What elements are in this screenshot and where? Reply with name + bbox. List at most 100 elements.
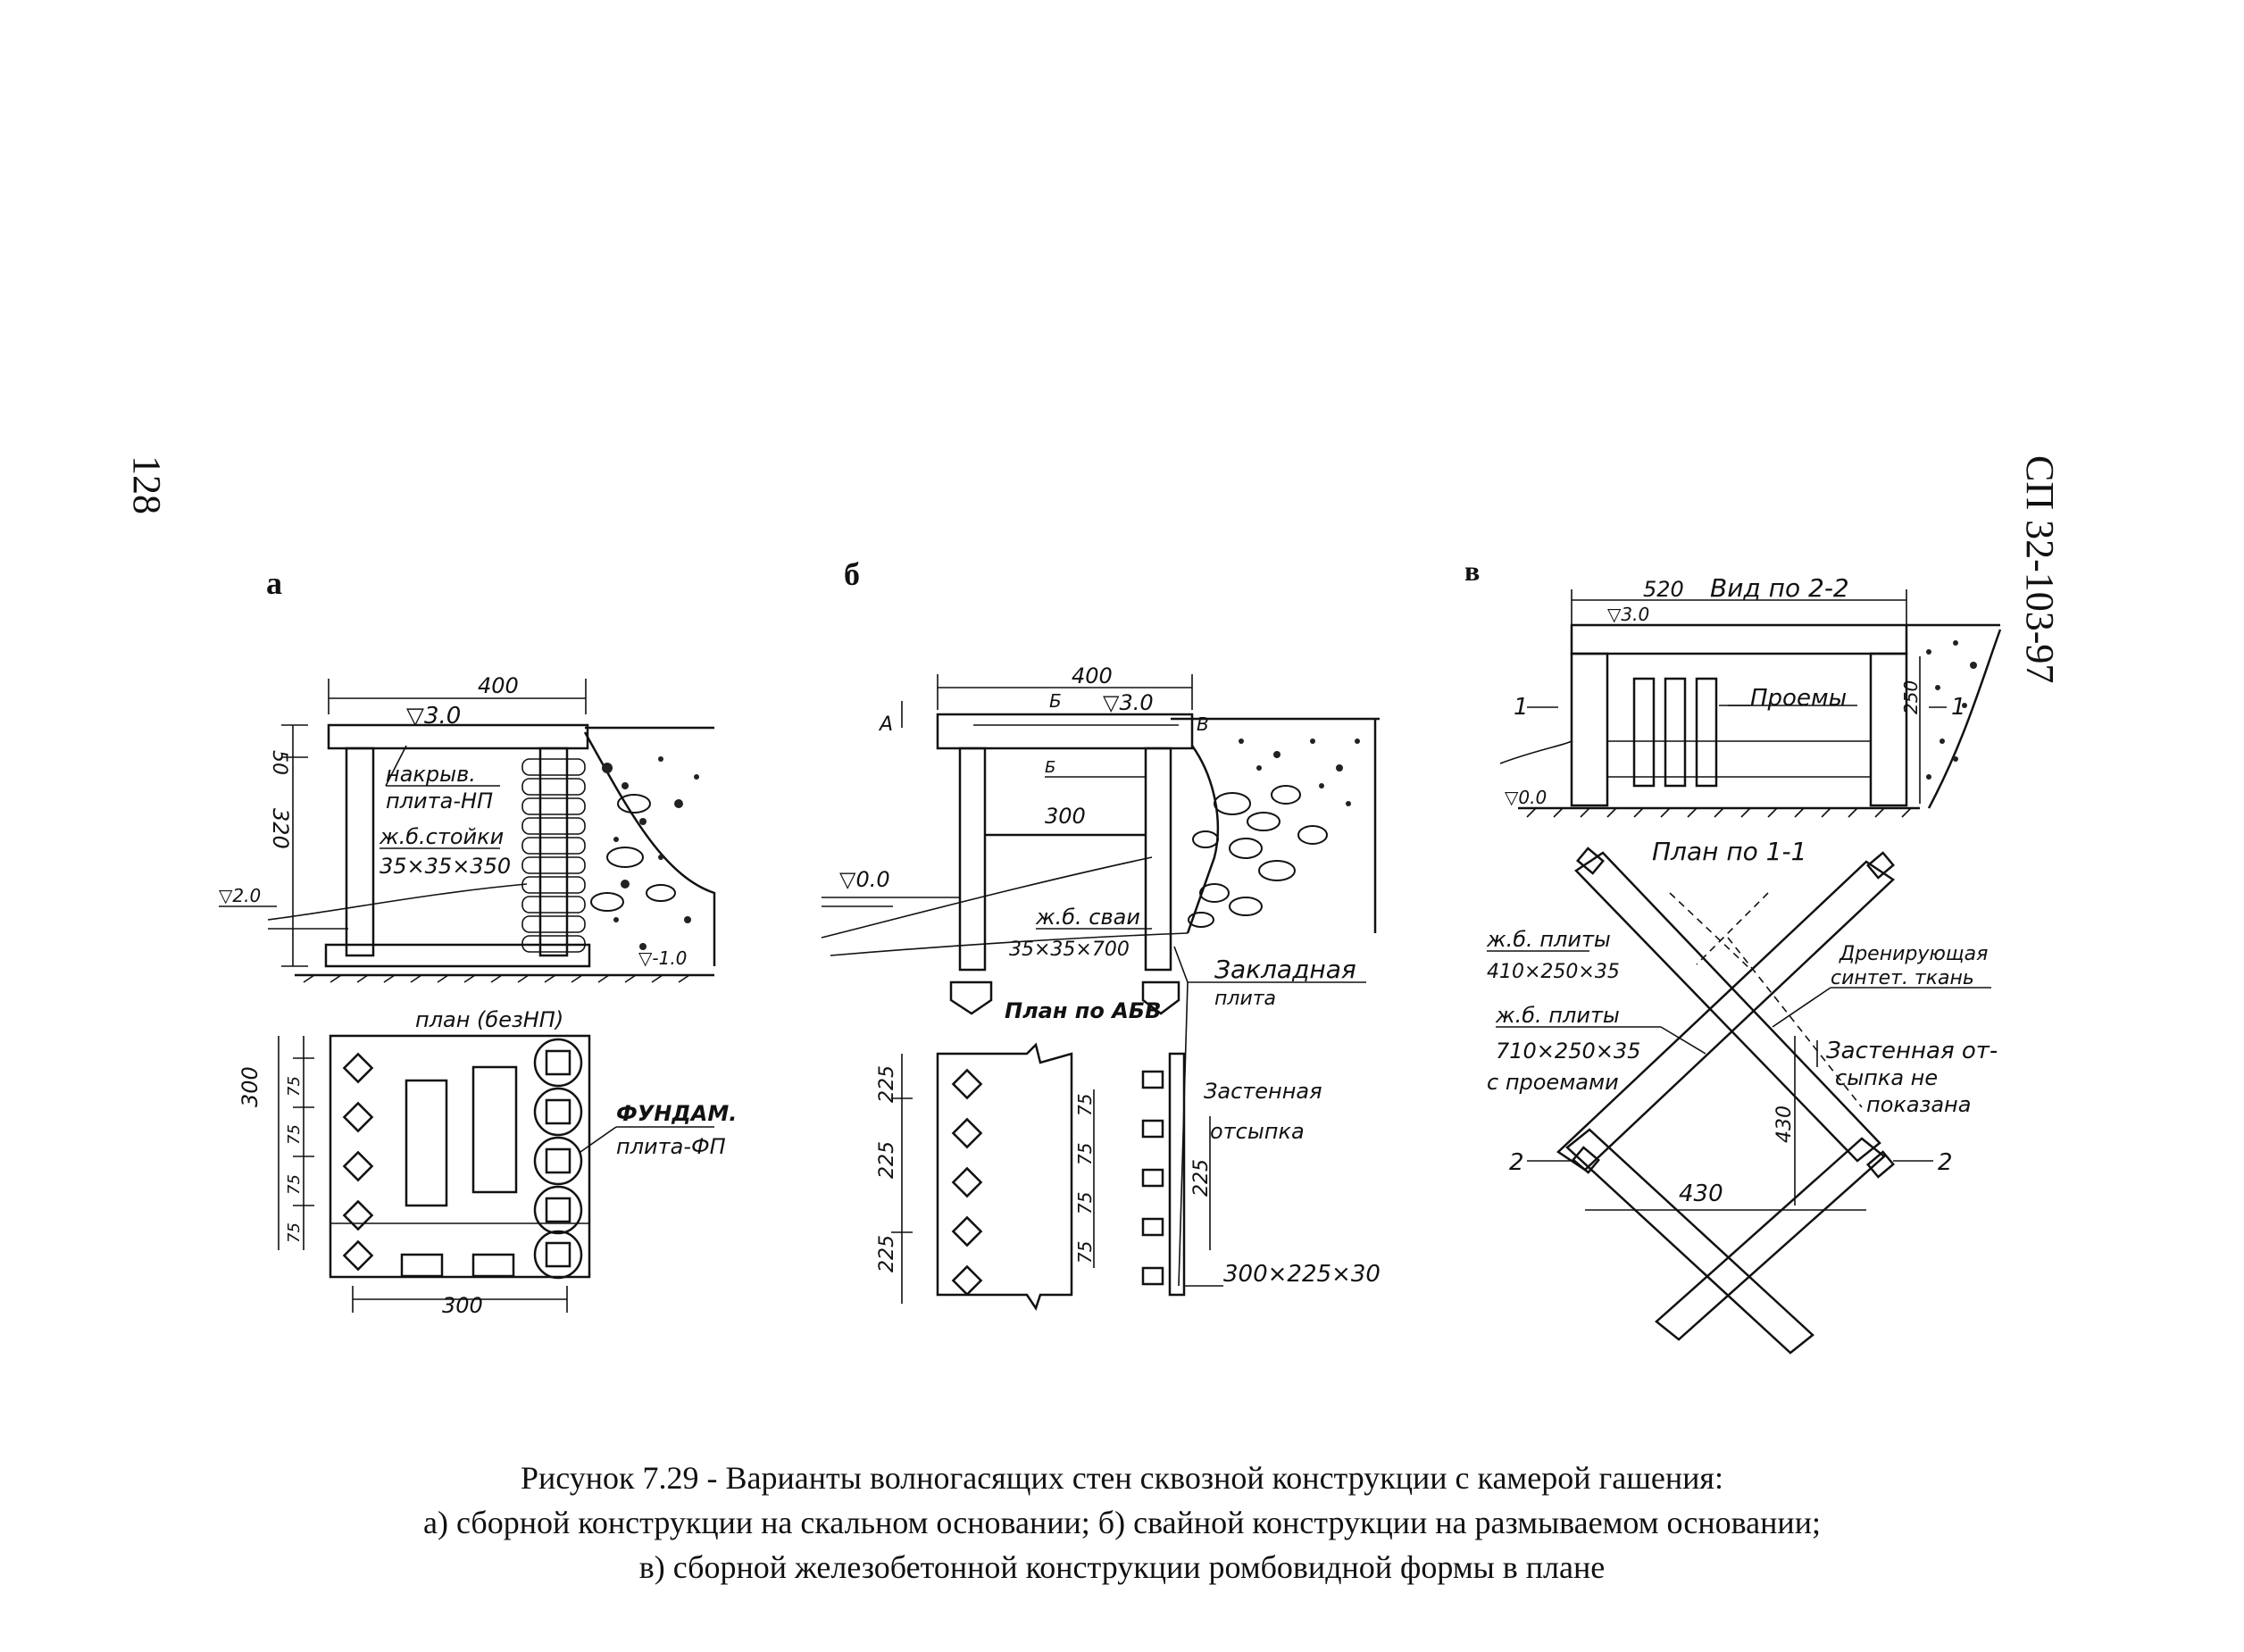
panel-b-plan-dims: 225 225 225 75 75 75 75 225 (876, 1054, 1213, 1304)
panel-b-cap (936, 713, 1194, 750)
plan-diamonds (342, 1052, 374, 1272)
panel-v-frame-left (1570, 652, 1609, 807)
svg-text:2: 2 (1509, 1149, 1524, 1176)
svg-text:250: 250 (1900, 680, 1922, 714)
panel-a-letter: а (266, 565, 282, 601)
svg-text:Б: Б (1045, 758, 1055, 777)
svg-text:отсыпка: отсыпка (1210, 1119, 1305, 1144)
panel-v-letter: в (1464, 555, 1480, 587)
svg-text:Закладная: Закладная (1214, 955, 1356, 984)
panel-a-found-label: ФУНДАМ. плита-ФП (580, 1101, 737, 1159)
panel-v: в 520 Вид по 2-2 ▽3.0 Проемы ▽0.0 (1464, 555, 2002, 1355)
svg-text:225: 225 (876, 1065, 898, 1103)
svg-text:ж.б. сваи: ж.б. сваи (1035, 905, 1140, 930)
pile-right (1144, 747, 1172, 972)
svg-text:300: 300 (238, 1066, 263, 1107)
caption-line-3: в) сборной железобетонной конструкции ро… (638, 1549, 1606, 1585)
pile-tip-left (949, 980, 993, 1015)
panel-b-letter: б (844, 556, 860, 592)
svg-text:75: 75 (1074, 1241, 1096, 1264)
svg-text:Дренирующая: Дренирующая (1839, 943, 1988, 965)
svg-text:75: 75 (285, 1124, 304, 1145)
svg-text:75: 75 (1074, 1143, 1096, 1165)
svg-text:▽0.0: ▽0.0 (1505, 787, 1547, 808)
panel-b-backfill (1171, 717, 1380, 934)
dim-320: 320 (268, 808, 293, 849)
panel-b-callouts: ж.б. сваи 35×35×700 Закладная плита (1009, 905, 1366, 1287)
right-post (538, 747, 569, 957)
svg-text:400: 400 (1072, 663, 1113, 688)
backfill-slope (583, 731, 716, 966)
seabed (267, 883, 528, 921)
svg-text:520: 520 (1643, 577, 1684, 602)
svg-text:плита: плита (1214, 988, 1276, 1010)
dim-50: 50 (268, 750, 290, 775)
plan-round-blocks (533, 1038, 583, 1280)
svg-text:плита-НП: плита-НП (386, 788, 493, 813)
svg-text:75: 75 (1074, 1094, 1096, 1116)
panel-v-plan-labels: ж.б. плиты 410×250×35 ж.б. плиты 710×250… (1486, 927, 1998, 1117)
pile-tip-right (1141, 980, 1180, 1015)
panel-v-view-title: Вид по 2-2 (1710, 573, 1849, 603)
svg-text:Б: Б (1049, 690, 1062, 712)
panel-b-level-top: ▽3.0 (1103, 690, 1154, 715)
svg-text:ж.б. плиты: ж.б. плиты (1495, 1003, 1620, 1028)
svg-text:накрыв.: накрыв. (386, 762, 476, 787)
panel-v-sections-1: 1 1 250 (1514, 656, 1966, 804)
svg-text:с проемами: с проемами (1487, 1070, 1619, 1095)
svg-text:300: 300 (442, 1293, 483, 1318)
svg-text:Проемы: Проемы (1750, 685, 1847, 712)
svg-text:300×225×30: 300×225×30 (1223, 1261, 1381, 1288)
dim-300: 300 (1045, 804, 1086, 829)
left-post (345, 747, 375, 957)
figure-caption: Рисунок 7.29 - Варианты волногасящих сте… (0, 1456, 2244, 1589)
panel-b-dim-width: 400 (937, 663, 1193, 710)
caption-line-1: Рисунок 7.29 - Варианты волногасящих сте… (520, 1460, 1723, 1496)
svg-text:показана: показана (1866, 1092, 1971, 1117)
panel-a-dim-height: 50 320 (268, 724, 308, 967)
panel-b: б 400 ▽3.0 А Б В 300 Б ▽0.0 (821, 556, 1381, 1311)
panel-b-plan-diamonds (951, 1068, 983, 1297)
svg-text:75: 75 (1074, 1192, 1096, 1214)
svg-text:225: 225 (1190, 1159, 1213, 1197)
caption-line-2: а) сборной конструкции на скальном основ… (423, 1505, 1821, 1540)
panel-b-plan-title: План по АБВ (1005, 998, 1161, 1023)
panel-b-plan-left (936, 1042, 1073, 1311)
svg-text:710×250×35: 710×250×35 (1496, 1039, 1640, 1064)
panel-b-plan-wall (1168, 1052, 1186, 1297)
svg-text:ФУНДАМ.: ФУНДАМ. (616, 1101, 737, 1126)
svg-text:▽3.0: ▽3.0 (1607, 604, 1649, 625)
svg-text:Застенная от-: Застенная от- (1826, 1038, 1998, 1064)
svg-text:Застенная: Застенная (1204, 1079, 1322, 1104)
svg-text:ж.б. плиты: ж.б. плиты (1486, 927, 1611, 952)
svg-text:430: 430 (1679, 1181, 1723, 1207)
plan-opening-1 (405, 1079, 448, 1207)
svg-text:В: В (1197, 713, 1209, 735)
svg-text:ж.б.стойки: ж.б.стойки (379, 824, 504, 849)
svg-text:75: 75 (285, 1222, 304, 1243)
doc-code: СП 32-103-97 (2018, 455, 2062, 683)
svg-text:75: 75 (285, 1174, 304, 1195)
plan-opening-2 (471, 1065, 518, 1194)
svg-text:35×35×350: 35×35×350 (380, 854, 511, 879)
svg-text:синтет. ткань: синтет. ткань (1831, 967, 1974, 989)
panel-v-plan (1556, 847, 1896, 1355)
svg-text:1: 1 (1951, 694, 1966, 721)
panel-a: а 400 50 320 ▽3.0 ▽2.0 ▽-1.0 (219, 565, 737, 1318)
panel-v-dim-width: 520 Вид по 2-2 (1571, 573, 1907, 625)
rubble-blocks (521, 758, 586, 953)
panel-v-plan-title: План по 1-1 (1652, 837, 1806, 866)
svg-text:430: 430 (1773, 1106, 1796, 1143)
svg-text:75: 75 (285, 1076, 304, 1097)
panel-a-dim-width: 400 (328, 673, 587, 714)
pile-left (958, 747, 987, 972)
panel-a-plan-outline (329, 1034, 591, 1279)
panel-v-plan-dims: 430 430 2 2 (1509, 1036, 1953, 1211)
panel-v-frame-top (1570, 623, 1908, 655)
svg-text:1: 1 (1514, 694, 1529, 721)
panel-a-plan-title: план (безНП) (415, 1007, 563, 1032)
panel-a-plan-dims: 300 75 75 75 75 300 (238, 1036, 568, 1318)
svg-text:плита-ФП: плита-ФП (616, 1134, 726, 1159)
panel-b-gravel (1239, 738, 1360, 806)
